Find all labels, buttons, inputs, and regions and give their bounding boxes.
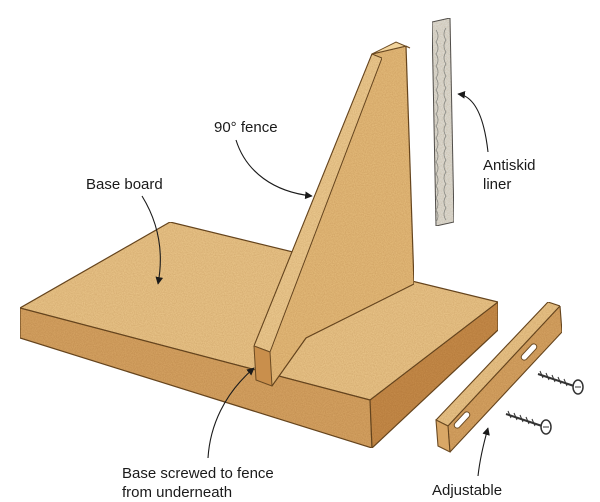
label-base-board: Base board	[86, 176, 163, 193]
screw-lower	[505, 410, 552, 435]
arrow-base-board	[141, 195, 164, 285]
arrow-fence	[235, 139, 313, 200]
arrow-liner	[457, 91, 489, 153]
label-antiskid-liner: Antiskid liner	[483, 157, 536, 193]
arrow-adjustable	[477, 427, 490, 477]
label-base-screwed: Base screwed to fence from underneath	[122, 465, 274, 501]
base-board-right-edge	[369, 300, 499, 450]
label-adjustable: Adjustable	[432, 482, 503, 499]
label-fence: 90° fence	[214, 119, 278, 136]
slot-lower	[453, 411, 471, 429]
adjustable-strip-front	[447, 304, 563, 454]
liner-texture	[435, 27, 447, 223]
slot-upper	[520, 343, 538, 361]
arrow-screwed	[207, 367, 255, 459]
screw-upper	[537, 370, 584, 395]
fence-foot	[253, 345, 273, 387]
antiskid-liner	[431, 17, 455, 227]
fence-top-edge	[371, 41, 411, 55]
